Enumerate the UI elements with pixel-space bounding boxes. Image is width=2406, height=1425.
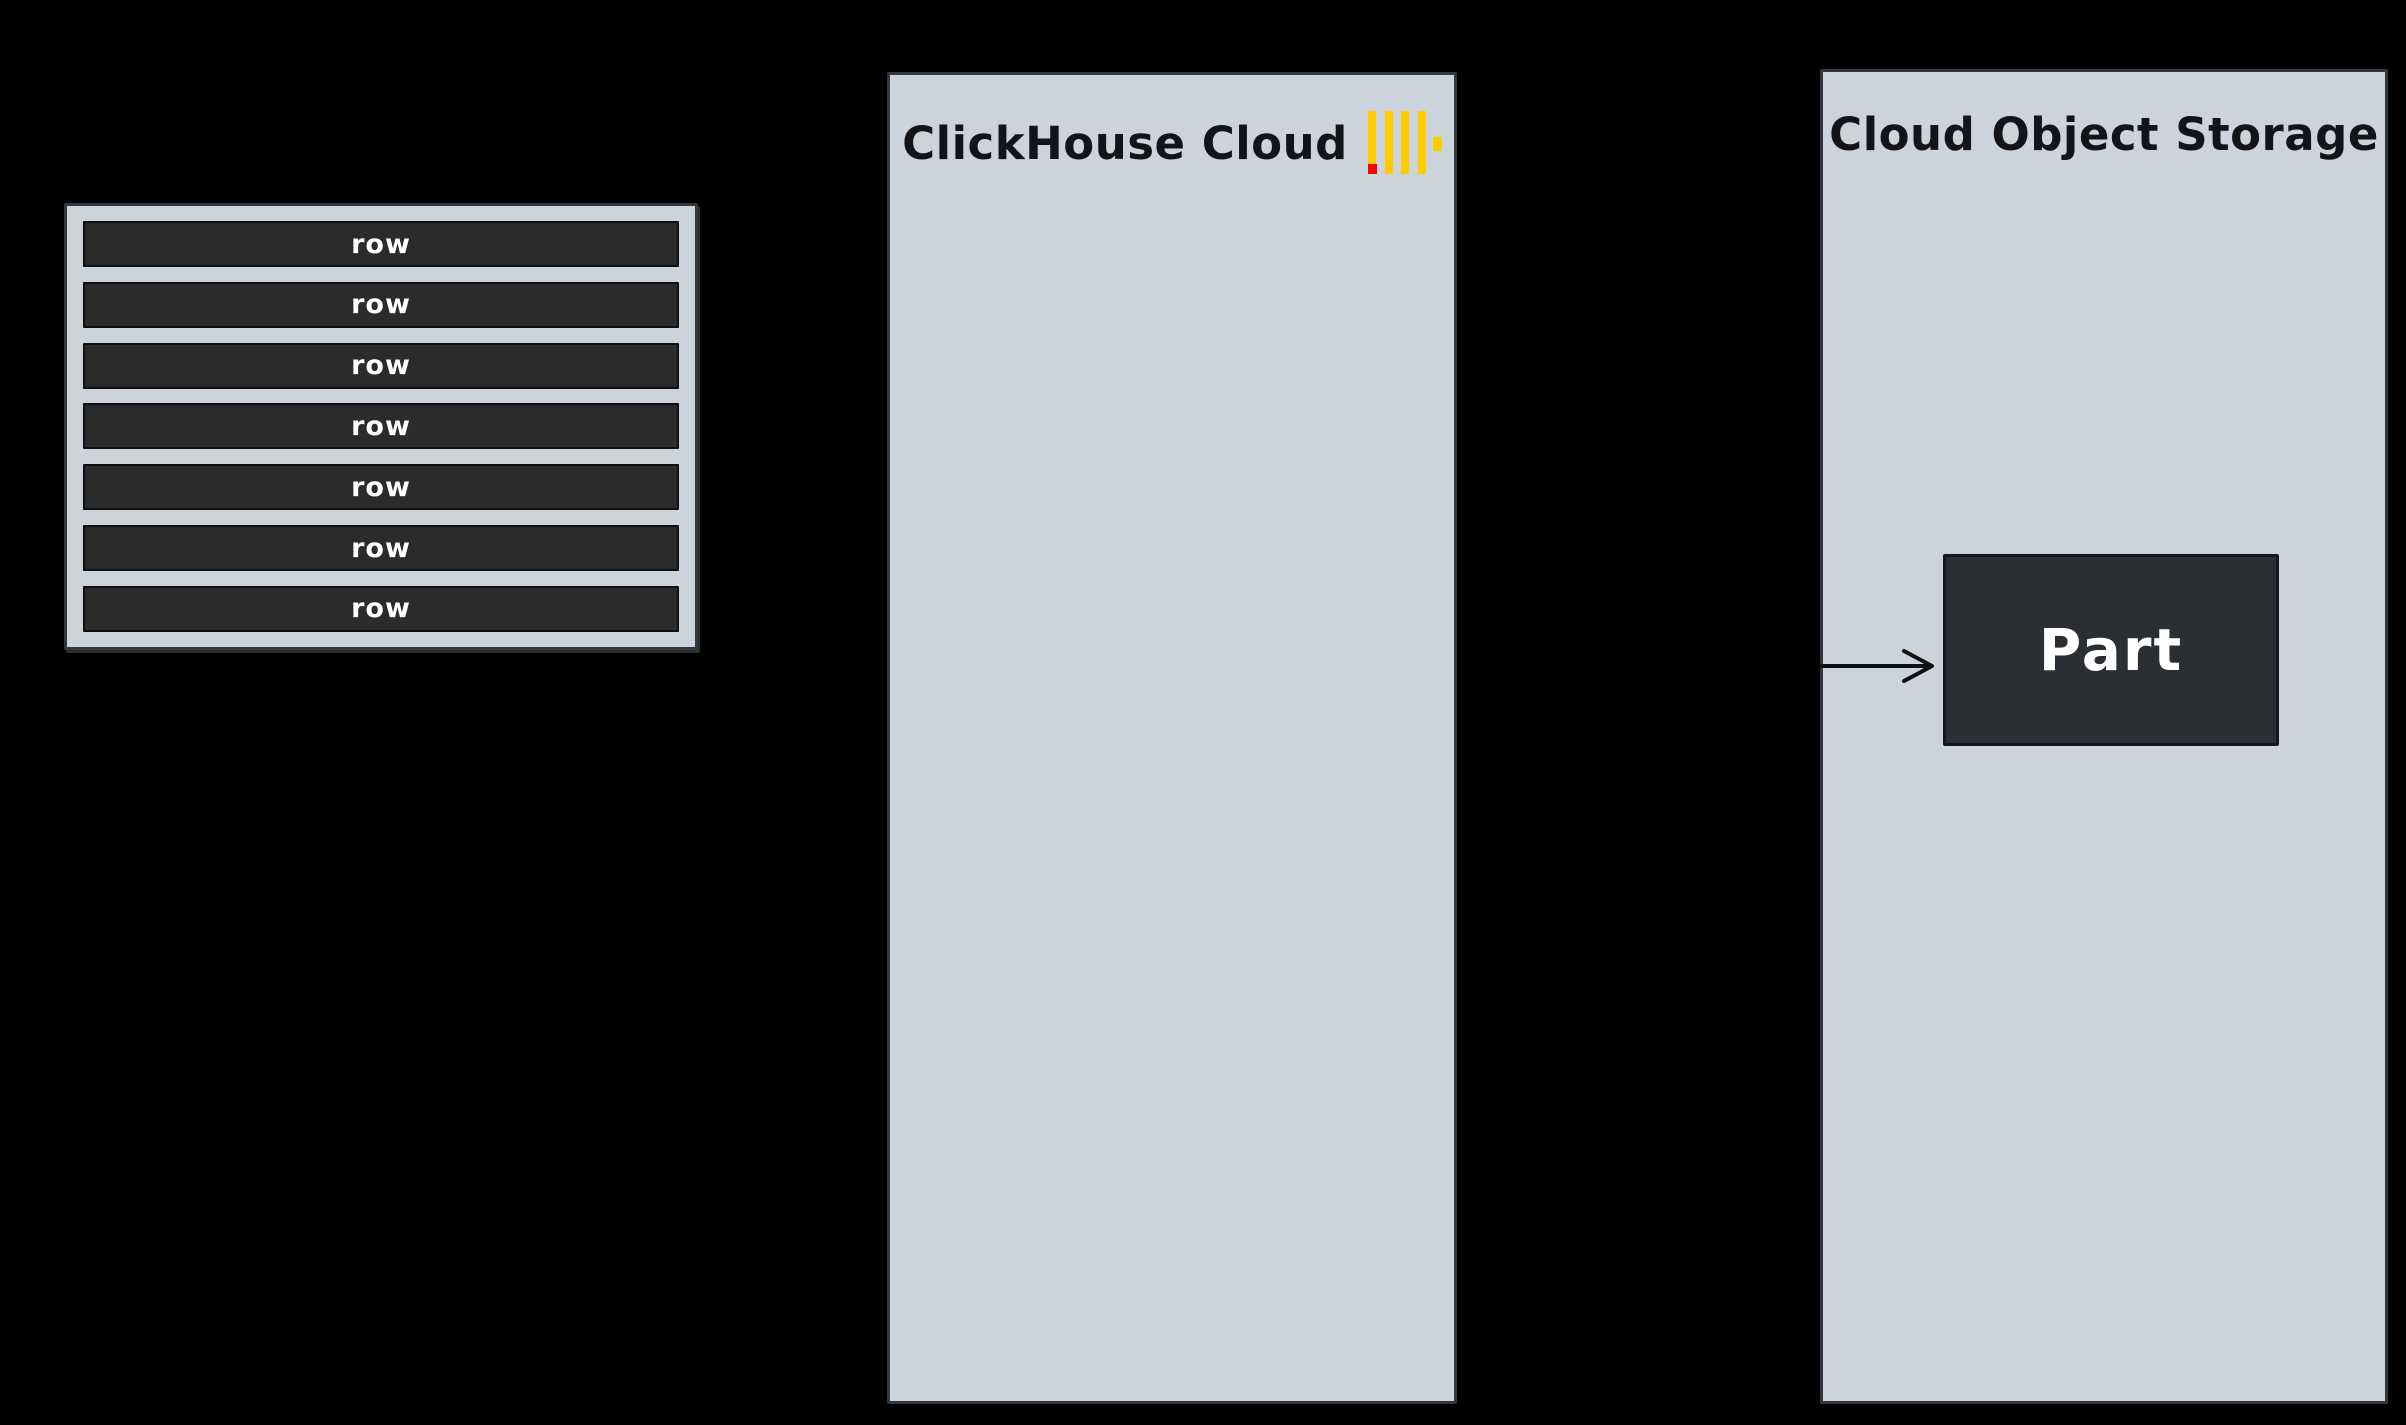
- table-row: row: [83, 525, 679, 572]
- clickhouse-logo-icon: [1367, 111, 1442, 175]
- rows-table: row row row row row row row: [64, 203, 698, 650]
- arrow-to-part-icon: [1820, 649, 1934, 683]
- table-row: row: [83, 221, 679, 267]
- clickhouse-logo-nub: [1432, 137, 1442, 151]
- table-row: row: [83, 281, 679, 328]
- table-row: row: [83, 342, 679, 389]
- clickhouse-cloud-panel: ClickHouse Cloud: [887, 72, 1457, 1404]
- cloud-object-storage-header: Cloud Object Storage: [1823, 108, 2385, 161]
- table-row: row: [83, 464, 679, 511]
- table-row: row: [83, 585, 679, 632]
- cloud-object-storage-panel: Cloud Object Storage Part: [1820, 69, 2388, 1404]
- cloud-object-storage-title: Cloud Object Storage: [1829, 108, 2379, 161]
- clickhouse-logo-red-accent: [1367, 164, 1377, 174]
- table-row: row: [83, 403, 679, 450]
- clickhouse-cloud-title: ClickHouse Cloud: [902, 116, 1348, 170]
- part-box: Part: [1943, 554, 2279, 746]
- clickhouse-cloud-header: ClickHouse Cloud: [890, 111, 1454, 175]
